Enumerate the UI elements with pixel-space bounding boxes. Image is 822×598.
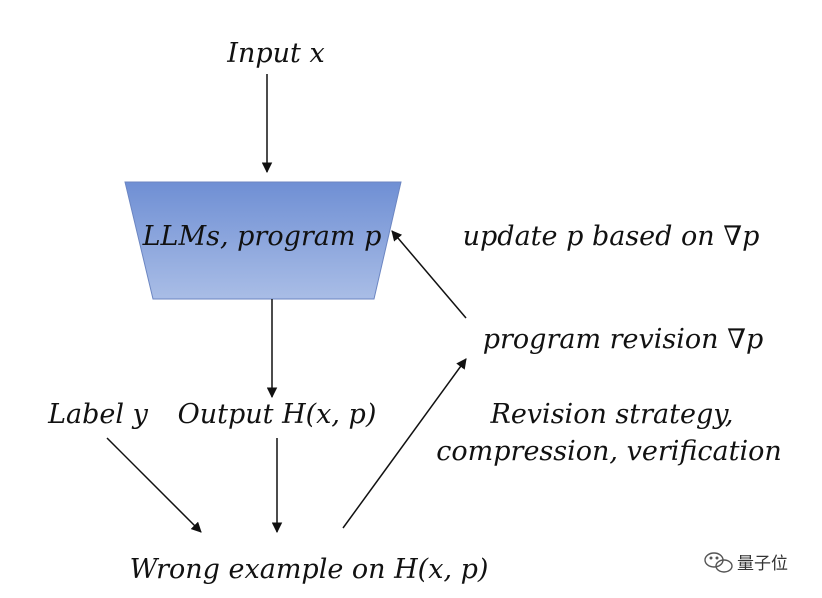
arrow-revision-to-model [391, 230, 467, 319]
revision-strategy-line2: compression, verification [436, 436, 781, 467]
watermark-text: 量子位 [737, 554, 788, 574]
watermark: 量子位 [704, 552, 788, 574]
output-label: Output H(x, p) [178, 399, 377, 430]
model-trapezoid [124, 181, 402, 300]
model-label: LLMs, program p [142, 221, 382, 252]
arrow-label-to-wrong-example [106, 437, 202, 533]
wrong-example-label: Wrong example on H(x, p) [130, 554, 489, 585]
wechat-icon [704, 552, 733, 573]
program-revision-label: program revision ∇p [483, 324, 764, 355]
arrow-wrong-example-to-revision [342, 358, 467, 529]
input-label: Input x [226, 38, 324, 69]
update-label: update p based on ∇p [463, 221, 760, 252]
revision-strategy-line1: Revision strategy, [490, 399, 734, 430]
label-y: Label y [47, 399, 149, 430]
